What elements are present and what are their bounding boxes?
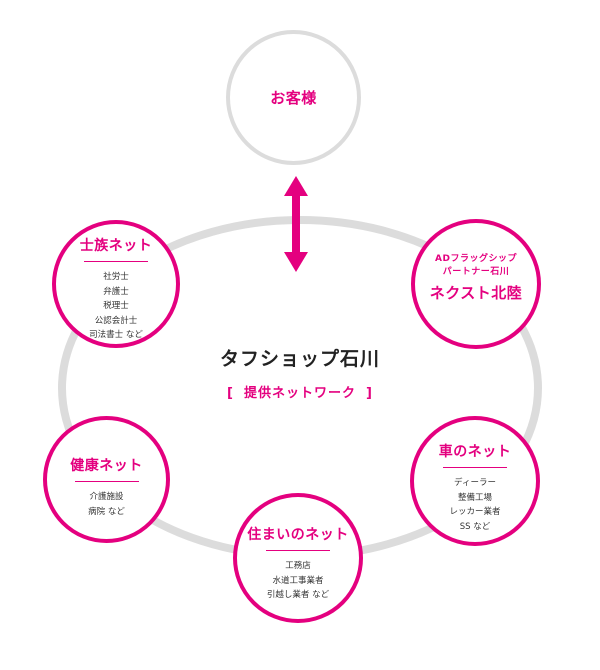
center-subtitle: [ 提供ネットワーク] [150, 382, 450, 401]
list-item: 水道工事業者 [272, 575, 324, 586]
list-item: SS など [459, 521, 491, 532]
shizoku-net-circle: 士族ネット 社労士 弁護士 税理士 公認会計士 司法書士 など [52, 220, 180, 348]
list-item: ディーラー [454, 478, 496, 488]
shizoku-net-rule [84, 261, 148, 262]
kenko-net-circle: 健康ネット 介護施設 病院 など [43, 416, 170, 543]
sumai-net-rule [266, 550, 330, 551]
kuruma-net-rule [443, 467, 507, 468]
kenko-net-title: 健康ネット [70, 458, 143, 474]
next-line1: ADフラッグシップ [435, 254, 517, 264]
kuruma-net-circle: 車のネット ディーラー 整備工場 レッカー業者 SS など [410, 416, 540, 546]
list-item: 司法書士 など [89, 330, 143, 340]
list-item: 公認会計士 [94, 315, 138, 326]
list-item: 介護施設 [89, 492, 124, 502]
sumai-net-circle: 住まいのネット 工務店 水道工事業者 引越し業者 など [233, 493, 363, 623]
bracket-open: [ [227, 386, 234, 401]
kuruma-net-list: ディーラー 整備工場 レッカー業者 SS など [414, 476, 536, 534]
shizoku-net-title: 士族ネット [79, 238, 153, 254]
list-item: 引越し業者 など [266, 590, 330, 600]
list-item: レッカー業者 [449, 507, 501, 517]
next-line2: パートナー石川 [442, 267, 510, 277]
customer-circle: お客様 [226, 30, 361, 165]
next-hokuriku-title: ネクスト北陸 [429, 284, 523, 302]
subtitle-text: 提供ネットワーク [243, 386, 356, 401]
list-item: 工務店 [285, 561, 311, 571]
shizoku-net-list: 社労士 弁護士 税理士 公認会計士 司法書士 など [56, 270, 176, 343]
customer-label: お客様 [270, 89, 317, 107]
double-vertical-arrow-icon [284, 176, 308, 272]
next-hokuriku-circle: ADフラッグシップ パートナー石川 ネクスト北陸 [411, 219, 541, 349]
list-item: 税理士 [103, 301, 129, 311]
sumai-net-list: 工務店 水道工事業者 引越し業者 など [237, 559, 359, 603]
kenko-net-list: 介護施設 病院 など [47, 490, 166, 519]
list-item: 社労士 [103, 272, 129, 282]
list-item: 病院 など [88, 506, 125, 517]
sumai-net-title: 住まいのネット [247, 527, 349, 543]
bracket-close: ] [366, 386, 373, 401]
center-title: タフショップ石川 [219, 348, 380, 370]
list-item: 弁護士 [103, 286, 129, 297]
list-item: 整備工場 [457, 492, 492, 503]
kenko-net-rule [74, 481, 139, 482]
kuruma-net-title: 車のネット [438, 444, 512, 460]
